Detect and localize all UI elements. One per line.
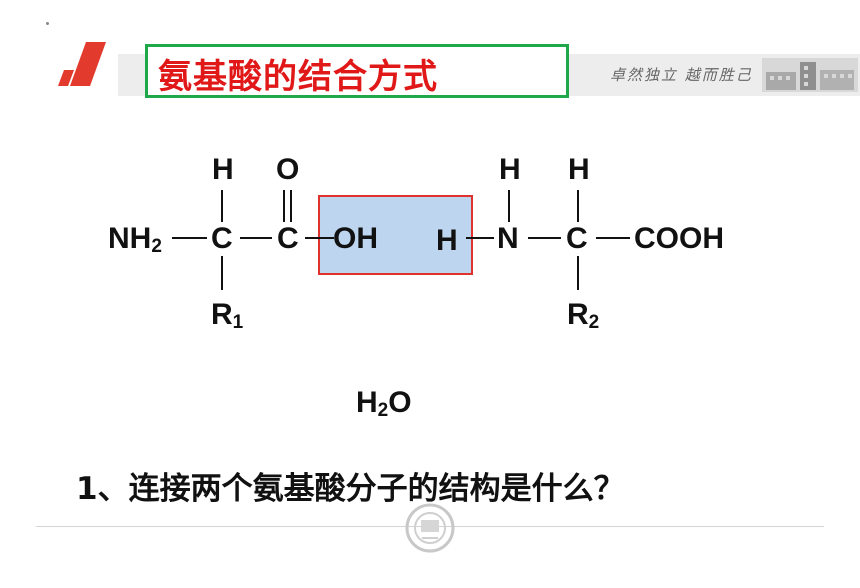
amine-hydrogen: H: [436, 224, 458, 257]
water-o: O: [388, 386, 412, 419]
carbonyl-carbon: C: [277, 222, 299, 255]
side-chain-r2: R2: [567, 298, 600, 333]
logo-slash-icon: [58, 42, 106, 86]
hydrogen-top-1: H: [212, 153, 234, 186]
side-chain-r1: R1: [211, 298, 244, 333]
dehydration-highlight-box: [318, 195, 473, 275]
water-subscript: 2: [377, 400, 389, 421]
carbonyl-oxygen: O: [276, 153, 300, 186]
r2-label: R: [567, 298, 589, 331]
water-molecule: H2O: [356, 386, 412, 421]
amino-group-nh2: NH2: [108, 222, 162, 257]
alpha-carbon-1: C: [211, 222, 233, 255]
carboxyl-cooh: COOH: [634, 222, 724, 255]
water-h: H: [356, 386, 378, 419]
hydrogen-top-2: H: [499, 153, 521, 186]
title-box: [145, 44, 569, 98]
nh2-subscript: 2: [151, 236, 162, 257]
alpha-carbon-2: C: [566, 222, 588, 255]
page-title: 氨基酸的结合方式: [158, 57, 438, 97]
question-text: 1、连接两个氨基酸分子的结构是什么？: [76, 471, 625, 507]
r1-label: R: [211, 298, 233, 331]
r1-subscript: 1: [232, 312, 244, 333]
decorative-dot: [46, 22, 49, 25]
campus-building-image: [762, 58, 858, 92]
hydroxyl-oh: OH: [333, 222, 378, 255]
hydrogen-top-3: H: [568, 153, 590, 186]
school-emblem-icon: [405, 503, 455, 553]
nitrogen: N: [497, 222, 519, 255]
r2-subscript: 2: [588, 312, 600, 333]
nh2-label: NH: [108, 222, 152, 255]
school-motto: 卓然独立 越而胜己: [610, 66, 753, 84]
